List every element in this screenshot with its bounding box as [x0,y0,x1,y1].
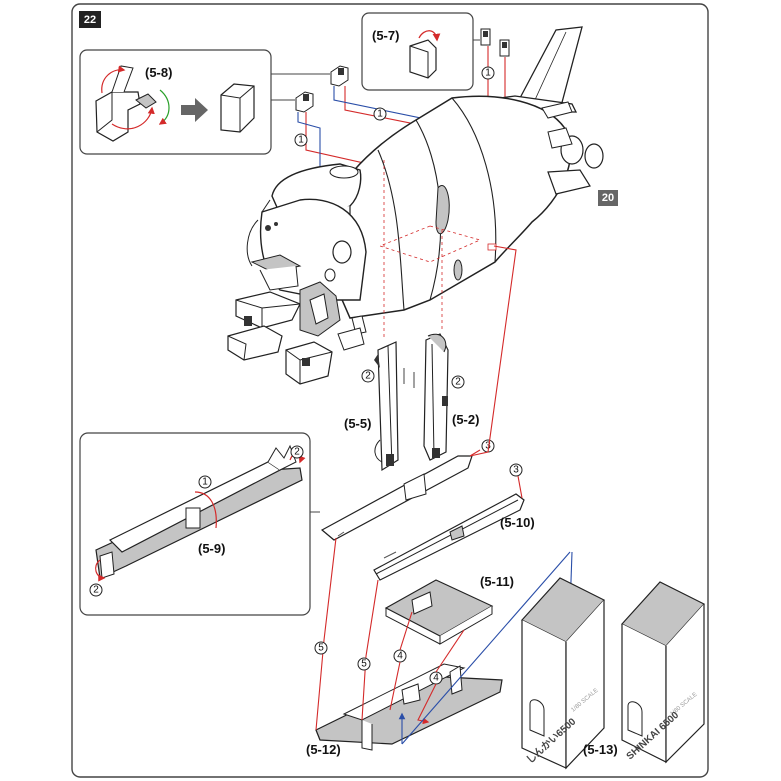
label-5-10: (5-10) [500,515,535,530]
sample-basket [227,254,367,385]
marker-4: 4 [397,651,403,662]
label-5-7: (5-7) [372,28,399,43]
label-5-5: (5-5) [344,416,371,431]
reference-page-number: 20 [602,192,614,204]
part-5-12: (5-12) 4 4 [306,611,503,757]
part-5-13-flat: 1/80 SCALE しんかい6500 [521,577,605,770]
label-5-13: (5-13) [583,742,618,757]
label-5-11: (5-11) [480,574,514,589]
marker-2: 2 [294,447,300,458]
inset-5-7: (5-7) [361,12,480,91]
marker-3: 3 [513,465,519,476]
marker-1: 1 [298,135,304,146]
part-5-5: 2 (5-5) [344,341,415,472]
reference-badge: 20 [598,190,618,206]
step-number: 22 [84,14,96,26]
part-5-13-folded: 1/80 SCALE SHINKAI 6500 [621,581,705,764]
part-5-2: 2 (5-2) [423,333,479,461]
marker-4: 4 [433,673,439,684]
label-5-12: (5-12) [306,742,341,757]
page-frame [71,3,709,778]
label-5-2: (5-2) [452,412,479,427]
marker-5: 5 [361,659,367,670]
marker-5: 5 [318,643,324,654]
skid-rail-lower: 3 (5-10) [337,463,535,581]
marker-1: 1 [485,68,491,79]
step-badge: 22 [79,11,101,28]
inset-5-8: (5-8) [79,49,330,155]
skid-rail-upper: 3 [320,439,495,541]
submarine-body [227,26,604,385]
marker-1: 1 [377,109,383,120]
marker-2: 2 [455,377,461,388]
marker-2: 2 [93,585,99,596]
marker-3: 3 [485,441,491,452]
label-5-8: (5-8) [145,65,172,80]
part-5-11: (5-11) [384,574,514,645]
marker-1: 1 [202,477,208,488]
thruster-rear [541,101,604,195]
inset-5-9: 1 2 2 (5-9) [79,432,320,616]
label-5-9: (5-9) [198,541,225,556]
marker-2: 2 [365,371,371,382]
